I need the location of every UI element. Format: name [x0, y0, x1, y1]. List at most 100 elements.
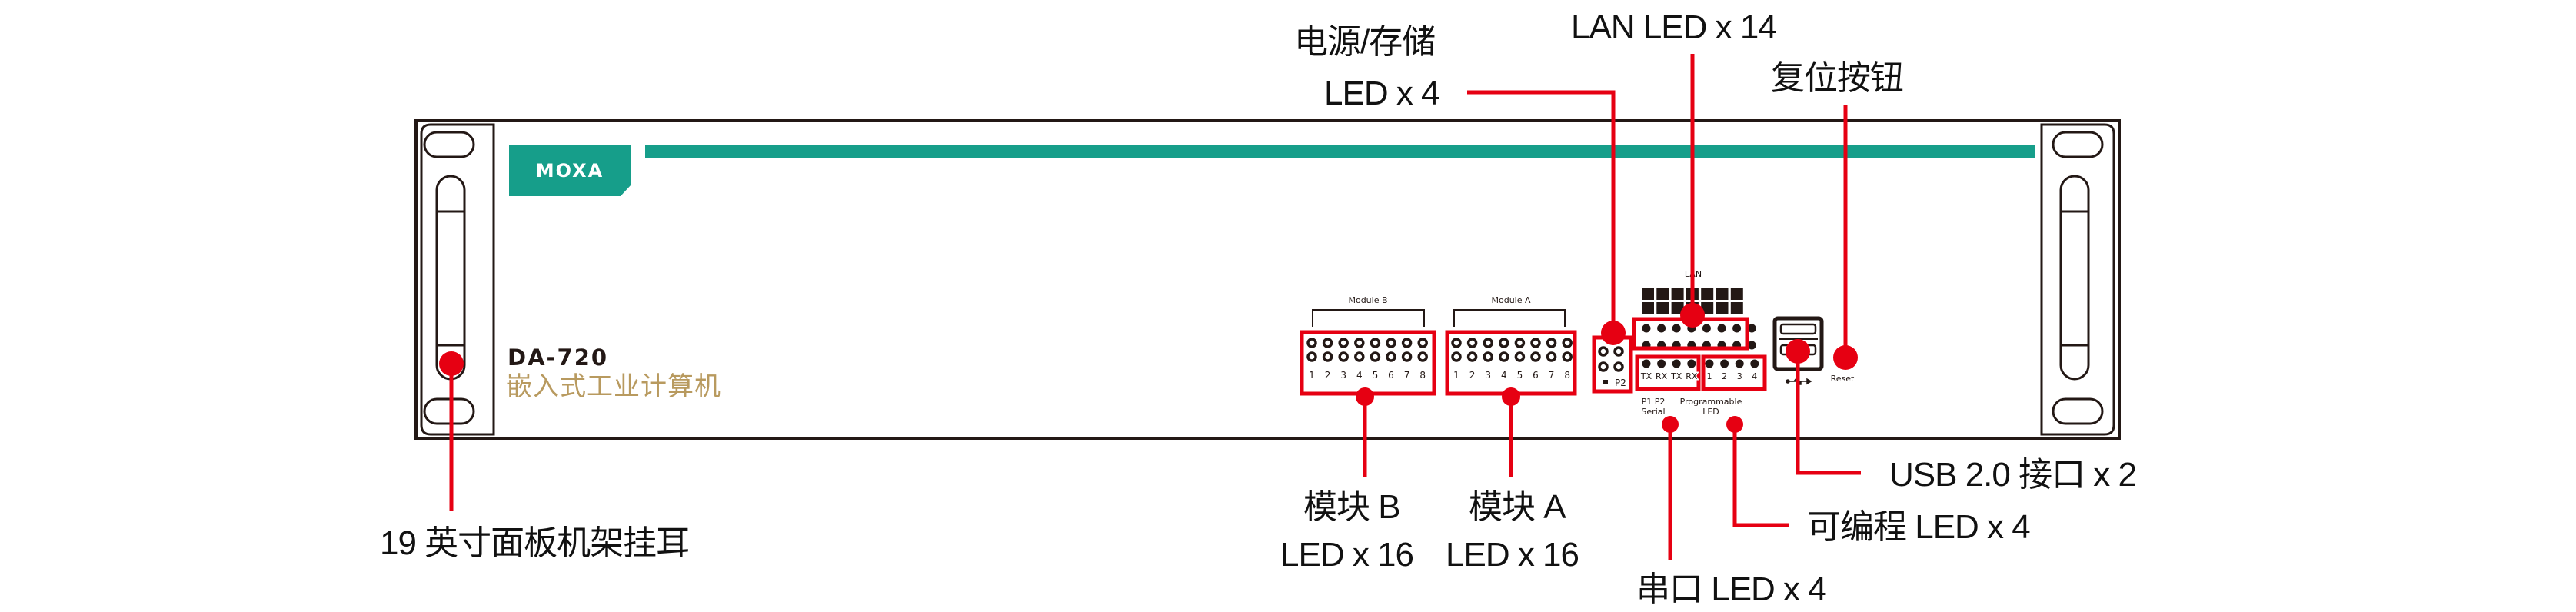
callout-lan-led: LAN LED x 14 — [1571, 8, 1777, 46]
programmable-led-label: 3 — [1737, 371, 1742, 381]
power-p2-label: P2 — [1615, 378, 1626, 388]
callout-rack-ears: 19 英寸面板机架挂耳 — [380, 524, 690, 562]
callout-module-b-title: 模块 B — [1303, 488, 1401, 526]
power-storage-marker — [1601, 321, 1626, 345]
lan-port — [1656, 288, 1669, 300]
lan-marker — [1680, 303, 1705, 328]
module-b-marker — [1356, 387, 1374, 406]
callout-power-storage-title: 电源/存储 — [1294, 23, 1436, 61]
programmable-caption: Programmable — [1680, 397, 1742, 407]
module-b-led — [1386, 351, 1396, 362]
callout-serial-led: 串口 LED x 4 — [1636, 570, 1827, 608]
power-storage-led — [1613, 346, 1624, 357]
usb-leader — [1796, 351, 1861, 475]
lan-led — [1732, 324, 1742, 333]
module-a-led — [1546, 338, 1557, 348]
module-a-led — [1562, 351, 1573, 362]
power-storage-led — [1598, 346, 1609, 357]
left-ear-handle — [435, 175, 466, 381]
module-a-led — [1466, 351, 1478, 362]
module-a-led — [1483, 351, 1493, 362]
lan-port — [1701, 288, 1714, 300]
module-b-led — [1417, 338, 1428, 348]
module-b-led-number: 5 — [1373, 370, 1379, 381]
module-a-led-number: 8 — [1564, 370, 1570, 381]
module-b-led — [1354, 338, 1365, 348]
callout-module-b-count: LED x 16 — [1280, 536, 1414, 574]
model-name: DA-720 — [508, 344, 609, 371]
power-indicator-mark — [1603, 380, 1608, 384]
serial-led-label: RX — [1656, 371, 1668, 381]
module-b-led — [1306, 351, 1317, 362]
module-a-led — [1514, 351, 1526, 362]
programmable-led-highlight — [1701, 354, 1767, 391]
lan-port — [1716, 288, 1729, 300]
callout-programmable-led: 可编程 LED x 4 — [1807, 508, 2031, 546]
serial-led-highlight — [1635, 354, 1701, 391]
module-b-highlight — [1300, 330, 1436, 396]
serial-caption-ports: P1 P2 — [1642, 397, 1666, 407]
module-a-led-number: 4 — [1501, 370, 1507, 381]
serial-led-label: TX — [1670, 371, 1682, 381]
module-a-led — [1451, 338, 1462, 348]
programmable-led-label: 4 — [1752, 371, 1757, 381]
lan-led — [1642, 324, 1651, 333]
module-b-led — [1386, 338, 1396, 348]
module-b-led — [1338, 351, 1349, 362]
module-a-title: Module A — [1491, 295, 1530, 305]
left-rack-ear — [420, 123, 495, 436]
power-storage-led — [1598, 361, 1609, 372]
module-b-led-number: 8 — [1419, 370, 1426, 381]
module-a-led-number: 6 — [1533, 370, 1539, 381]
programmable-led — [1720, 359, 1729, 368]
module-a-led — [1546, 351, 1557, 362]
right-rack-ear — [2040, 123, 2115, 436]
callout-reset-button: 复位按钮 — [1771, 59, 1904, 97]
programmable-led — [1735, 359, 1744, 368]
programmable-leader — [1732, 424, 1789, 527]
serial-led-label: TX — [1640, 371, 1652, 381]
lan-port — [1716, 302, 1729, 314]
lan-port — [1656, 302, 1669, 314]
rack-ear-marker — [439, 351, 464, 376]
module-a-led-number: 3 — [1485, 370, 1491, 381]
usb-marker — [1786, 339, 1810, 364]
module-a-led-number: 5 — [1517, 370, 1523, 381]
right-ear-handle — [2059, 175, 2090, 381]
lan-led — [1672, 324, 1681, 333]
power-storage-led — [1613, 361, 1624, 372]
reset-label: Reset — [1831, 374, 1855, 384]
module-a-led — [1562, 338, 1573, 348]
programmable-led — [1750, 359, 1759, 368]
module-b-led — [1370, 351, 1381, 362]
serial-caption: Serial — [1641, 407, 1665, 417]
callout-usb-ports: USB 2.0 接口 x 2 — [1889, 456, 2137, 494]
module-a-led — [1514, 338, 1526, 348]
module-b-led — [1306, 338, 1317, 348]
lan-port — [1701, 302, 1714, 314]
module-a-led-group: Module A — [1453, 295, 1566, 327]
lan-port — [1671, 288, 1684, 300]
left-ear-bottom-slot — [423, 397, 475, 425]
lan-led — [1717, 324, 1726, 333]
module-a-led — [1451, 351, 1462, 362]
left-ear-top-slot — [423, 131, 475, 158]
programmable-marker — [1726, 416, 1743, 433]
module-b-led-group: Module B — [1312, 295, 1425, 327]
callout-power-storage-count: LED x 4 — [1324, 75, 1440, 112]
module-a-led — [1530, 338, 1541, 348]
serial-led — [1642, 359, 1651, 368]
programmable-led — [1705, 359, 1714, 368]
module-b-title: Module B — [1348, 295, 1387, 305]
lan-led — [1747, 324, 1756, 333]
module-b-led — [1354, 351, 1365, 362]
reset-button-marker[interactable] — [1833, 345, 1858, 370]
module-a-led — [1466, 338, 1478, 348]
lan-port — [1730, 288, 1743, 300]
module-b-led-number: 6 — [1388, 370, 1394, 381]
lan-led — [1702, 324, 1711, 333]
lan-port — [1642, 302, 1654, 314]
module-b-led-number: 3 — [1340, 370, 1346, 381]
module-b-led — [1322, 338, 1333, 348]
lan-led — [1747, 341, 1756, 350]
